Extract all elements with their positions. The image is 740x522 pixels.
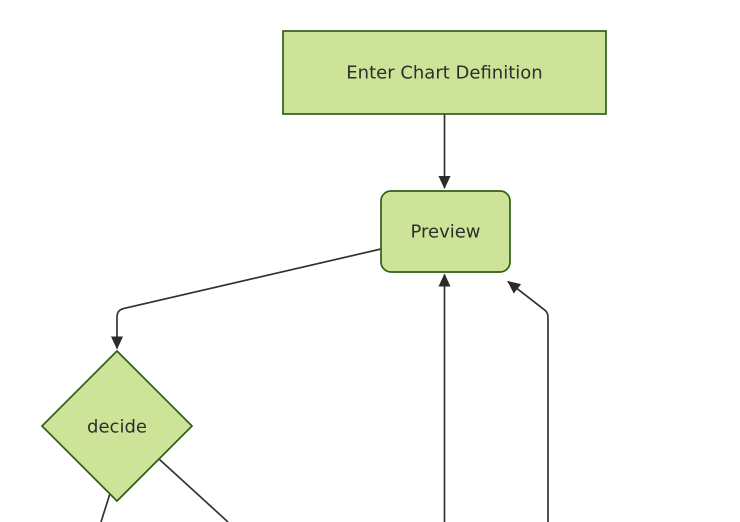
node-enter-chart-definition-shape (282, 30, 607, 115)
node-decide: decide (40, 349, 194, 503)
node-preview: Preview (380, 190, 511, 273)
edge-decide-to-offscreen-left (100, 493, 111, 522)
edge-layer (100, 114, 549, 522)
node-enter-chart-definition-label: Enter Chart Definition (346, 63, 542, 84)
node-preview-shape (380, 190, 511, 273)
edge-preview-to-decide (111, 248, 382, 350)
node-decide-label: decide (87, 417, 147, 438)
node-preview-label: Preview (410, 222, 480, 243)
node-enter-chart-definition: Enter Chart Definition (282, 30, 607, 115)
edge-offscreen-to-preview-corner (507, 280, 549, 522)
edge-decide-to-offscreen-right (158, 458, 229, 522)
node-decide-shape (40, 349, 194, 503)
